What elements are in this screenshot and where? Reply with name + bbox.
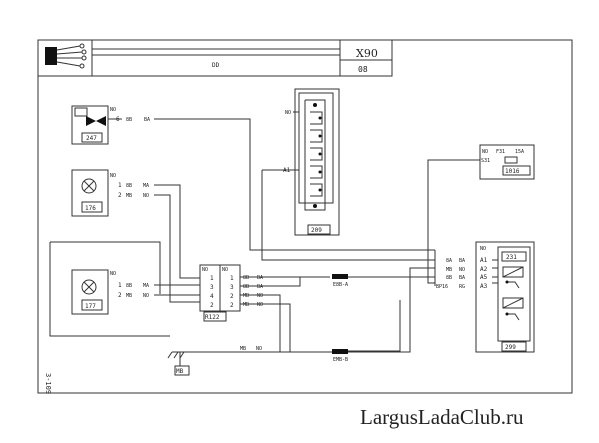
splice-a-label: E8B-A — [333, 282, 348, 288]
component-299: 299 231 NO A1 A2 A5 A3 8A BA MB NO 8B BA… — [434, 241, 535, 353]
c299-number: 299 — [505, 344, 516, 351]
c176-wire1: 8B — [126, 183, 132, 189]
c177-pin1: 1 — [118, 282, 122, 289]
r122-rpin-1: 3 — [230, 284, 234, 291]
r122-rpin-0: 1 — [230, 275, 234, 282]
c176-pin1: 1 — [118, 182, 122, 189]
u299-color-2: BA — [459, 275, 465, 281]
c209-no: NO — [285, 110, 291, 116]
c1016-rating: 15A — [515, 149, 524, 155]
r122-lpin-1: 3 — [210, 284, 214, 291]
title-code: X90 — [356, 47, 378, 60]
u299-pin-2: A5 — [480, 274, 488, 281]
c176-color1: MA — [143, 183, 149, 189]
c176-no: NO — [110, 173, 116, 179]
r122-wire-2: MB — [243, 293, 249, 299]
r122-wire-0: 8B — [243, 275, 249, 281]
u299-wire-2: 8B — [446, 275, 452, 281]
c1016-number: 1016 — [505, 168, 520, 175]
u299-wire-3: BP16 — [436, 284, 448, 290]
c247-wire: 8B — [126, 117, 132, 123]
side-label: 3-109 — [44, 373, 52, 394]
ground-color: NO — [256, 346, 262, 352]
ground-wire: MB — [240, 346, 246, 352]
r122-lpin-0: 1 — [210, 275, 214, 282]
r122-color-2: NO — [257, 293, 263, 299]
component-247: 247 NO 6 8B BA — [71, 105, 435, 251]
c177-no: NO — [110, 271, 116, 277]
r122-color-1: BA — [257, 284, 263, 290]
c177-pin2: 2 — [118, 292, 122, 299]
r122-lpin-2: 4 — [210, 293, 214, 300]
r122-rpin-2: 2 — [230, 293, 234, 300]
c176-pin2: 2 — [118, 192, 122, 199]
u299-pin-0: A1 — [480, 257, 488, 264]
r122-rpin-3: 2 — [230, 302, 234, 309]
title-sheet: 08 — [358, 65, 368, 74]
c247-no: NO — [110, 107, 116, 113]
c247-color: BA — [144, 117, 150, 123]
c1016-fuse: F31 — [496, 149, 505, 155]
c177-color1: MA — [143, 283, 149, 289]
c231-number: 231 — [506, 254, 517, 261]
watermark: LargusLadaClub.ru — [360, 405, 524, 429]
u299-pin-3: A3 — [480, 283, 488, 290]
c177-wire1: 8B — [126, 283, 132, 289]
component-177: 177 NO 1 8B MA 2 MB NO — [49, 241, 200, 337]
r122-color-0: BA — [257, 275, 263, 281]
title-label: DD — [212, 62, 220, 69]
r122-no-left: NO — [202, 267, 208, 273]
c299-no: NO — [480, 246, 486, 252]
switch-contacts-icon — [304, 99, 326, 211]
relay-icon — [502, 266, 524, 321]
r122-wire-1: 8B — [243, 284, 249, 290]
r122-wire-3: MB — [243, 302, 249, 308]
c177-number: 177 — [85, 303, 96, 310]
u299-wire-0: 8A — [446, 258, 452, 264]
r122-name: R122 — [205, 314, 220, 321]
u299-color-3: RG — [459, 284, 465, 290]
c176-number: 176 — [85, 205, 96, 212]
u299-wire-1: MB — [446, 267, 452, 273]
r122-color-3: NO — [257, 302, 263, 308]
connector-r122: R122 NO NO 1 3 4 2 1 3 2 2 8B BA 8B BA M… — [199, 264, 332, 353]
r122-no-right: NO — [222, 267, 228, 273]
c1016-no: NO — [482, 149, 488, 155]
r122-lpin-3: 2 — [210, 302, 214, 309]
ground-mb: MB MB NO — [167, 346, 332, 376]
component-209: 209 NO A1 — [261, 88, 435, 261]
c247-number: 247 — [86, 135, 97, 142]
c177-color2: NO — [143, 293, 149, 299]
splice-b-label: EMB-B — [333, 357, 348, 363]
c1016-pin: S31 — [481, 158, 490, 164]
c209-number: 209 — [311, 227, 322, 234]
c176-color2: NO — [143, 193, 149, 199]
c177-wire2: MB — [126, 293, 132, 299]
splice-a: E8B-A — [332, 274, 435, 288]
splice-b: EMB-B — [332, 267, 435, 363]
component-176: 176 NO 1 8B MA 2 MB NO — [71, 169, 200, 303]
harness-logo-icon — [45, 43, 87, 69]
u299-pin-1: A2 — [480, 266, 488, 273]
u299-color-0: BA — [459, 258, 465, 264]
c176-wire2: MB — [126, 193, 132, 199]
u299-color-1: NO — [459, 267, 465, 273]
title-block: DD X90 08 — [37, 39, 393, 77]
component-1016: 1016 NO F31 15A S31 — [427, 144, 535, 284]
ground-label: MB — [176, 368, 184, 375]
